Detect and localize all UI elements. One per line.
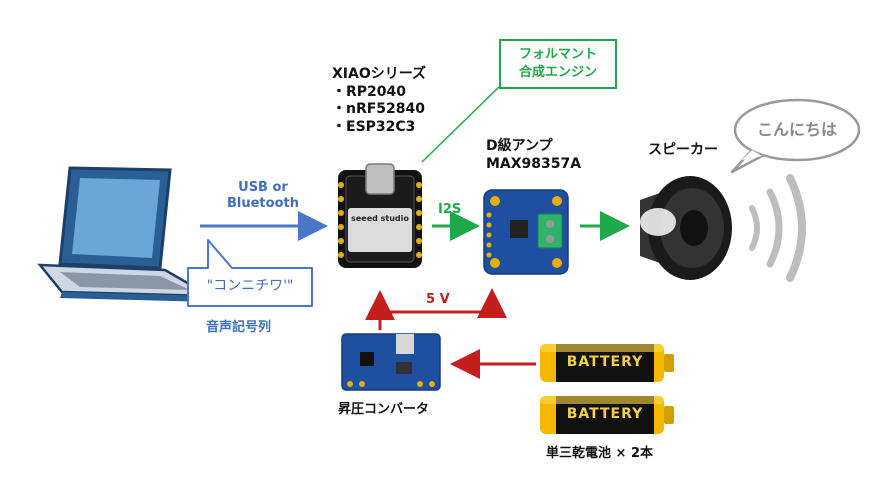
amp-board [483, 189, 569, 275]
i2s-label: I2S [438, 202, 462, 217]
link-line-1: USB or [238, 180, 288, 195]
speech-bubble-text: こんにちは [756, 120, 837, 139]
xiao-title: XIAOシリーズ [332, 66, 427, 82]
power-5v-label: 5 V [426, 292, 450, 307]
amp-label: D級アンプ MAX98357A [486, 138, 581, 173]
speech-bubble [730, 98, 861, 174]
sound-waves-icon [749, 174, 806, 282]
laptop-icon [37, 166, 211, 302]
battery-top-icon [540, 344, 674, 382]
phoneme-callout-text: "コンニチワ'" [206, 278, 294, 294]
battery-caption: 単三乾電池 × 2本 [546, 446, 653, 461]
boost-converter-board [341, 333, 441, 391]
phoneme-caption: 音声記号列 [206, 320, 272, 335]
battery-bottom-icon [540, 396, 674, 434]
converter-label: 昇圧コンバータ [338, 402, 430, 417]
xiao-variant-2: ・nRF52840 [332, 101, 426, 117]
synth-engine-box [499, 39, 617, 89]
xiao-series-label: XIAOシリーズ ・RP2040 ・nRF52840 ・ESP32C3 [332, 66, 426, 136]
amp-line-1: D級アンプ [486, 138, 553, 154]
speaker-icon [640, 176, 732, 280]
amp-line-2: MAX98357A [486, 155, 582, 172]
battery-top-text: BATTERY [566, 354, 644, 370]
synth-engine-label: フォルマント 合成エンジン [500, 46, 616, 81]
synth-line-1: フォルマント [518, 47, 597, 62]
xiao-board [338, 163, 422, 268]
usb-bluetooth-label: USB or Bluetooth [218, 180, 308, 213]
synth-leader-line [421, 85, 501, 163]
xiao-variant-1: ・RP2040 [332, 83, 407, 100]
power-5v-lines [365, 288, 507, 330]
speaker-label: スピーカー [648, 142, 718, 158]
synth-line-2: 合成エンジン [518, 64, 597, 80]
xiao-board-brand: seeed studio [351, 214, 409, 223]
phoneme-callout-bubble [187, 239, 313, 307]
xiao-variant-3: ・ESP32C3 [332, 118, 416, 135]
link-line-2: Bluetooth [227, 196, 299, 212]
battery-bottom-text: BATTERY [566, 406, 644, 422]
